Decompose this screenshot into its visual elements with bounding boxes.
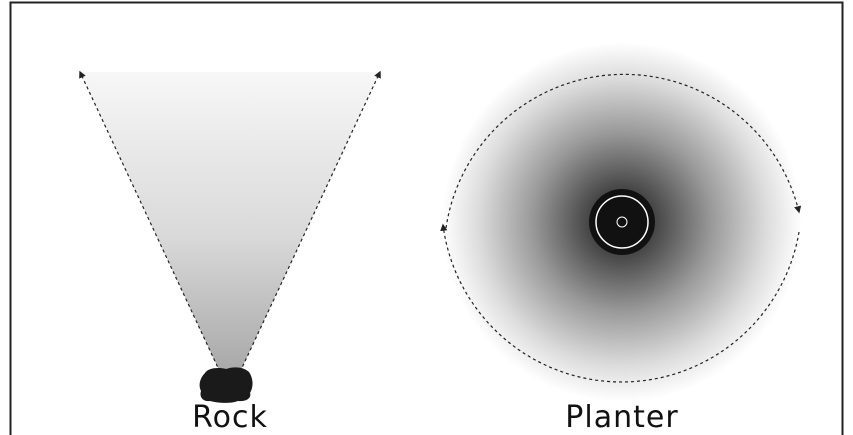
rock-label: Rock bbox=[192, 400, 268, 435]
rock-light-fixture-icon bbox=[200, 367, 253, 403]
planter-label: Planter bbox=[565, 400, 678, 435]
planter-light-fixture-icon bbox=[589, 189, 655, 255]
